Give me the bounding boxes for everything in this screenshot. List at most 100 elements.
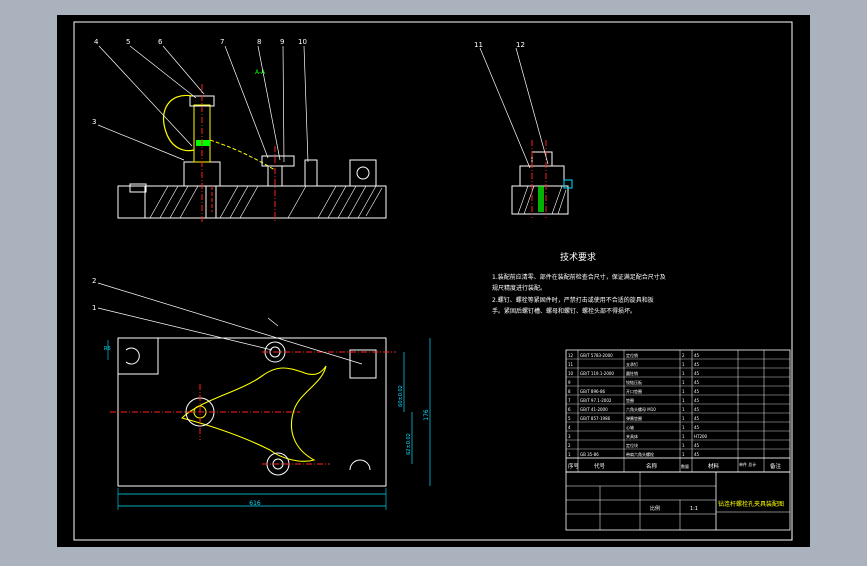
base-hatch [149, 185, 383, 219]
bom-cell: 1 [682, 407, 685, 412]
bom-cell: GB/T 896-86 [580, 389, 606, 394]
bom-cell: 1 [682, 389, 685, 394]
bom-cell: 开口垫圈 [626, 388, 642, 394]
bom-header-weight: 单件 总计 [739, 461, 756, 467]
bom-header-name: 名称 [646, 462, 658, 470]
locating-block [349, 159, 377, 187]
bom-cell: 弹簧垫圈 [626, 415, 642, 421]
bom-cell: 1 [682, 380, 685, 385]
tech-title: 技术要求 [560, 251, 596, 263]
locating-block-top [349, 349, 377, 379]
bom-cell: 4 [568, 425, 571, 430]
bom-cell: 45 [694, 443, 700, 448]
balloon-labels: 4 5 6 7 8 9 10 3 2 1 11 12 [92, 38, 525, 312]
bom-cell: GB/T 119.1-2000 [580, 371, 614, 376]
bom-cell: GB/T 5783-2000 [580, 353, 613, 358]
balloon-5: 5 [126, 38, 130, 46]
bom-cell: 垫圈 [626, 397, 634, 403]
bom-cell: 45 [694, 416, 700, 421]
leader-lines-front [97, 45, 309, 163]
tech-note-1: 1.装配前应清零、部件在装配前检查合尺寸，保证满足配合尺寸及 [492, 273, 666, 281]
balloon-1: 1 [92, 304, 96, 312]
h1-dim: 60±0.02 [398, 385, 404, 407]
front-view: A-A [117, 69, 387, 222]
balloon-4: 4 [94, 38, 99, 46]
bom-cell: HT200 [694, 434, 708, 439]
bom-cell: 8 [568, 389, 571, 394]
bom-cell: 2 [568, 443, 571, 448]
bom-cell: 夹具体 [626, 433, 638, 439]
bom-cell: 2 [682, 353, 685, 358]
bom-cell: GB 35-86 [580, 452, 599, 457]
scale-label: 比例 [650, 505, 660, 512]
h2-dim: 62±0.02 [406, 433, 412, 455]
tech-note-3: 2.螺钉、螺栓等紧固件时，严禁打击或使用不合适的旋具和扳 [492, 296, 654, 304]
bom-cell: 六角头螺母 M10 [626, 406, 656, 412]
bom-cell: 11 [568, 362, 574, 367]
bom-cell: 1 [568, 452, 571, 457]
bom-cell: 45 [694, 425, 700, 430]
bom-cell: 6 [568, 407, 571, 412]
balloon-10: 10 [298, 38, 307, 46]
bom-cell: 定位块 [626, 442, 638, 448]
bom-cell: 45 [694, 362, 700, 367]
bom-cell: 圆柱销 [626, 370, 638, 376]
bom-cell: 45 [694, 353, 700, 358]
bom-header-material: 材料 [708, 462, 720, 470]
balloon-12: 12 [516, 41, 525, 49]
bom-header-code: 代号 [594, 462, 606, 470]
bom-cell: 45 [694, 389, 700, 394]
tech-requirements: 技术要求 1.装配前应清零、部件在装配前检查合尺寸，保证满足配合尺寸及 规尺精度… [492, 251, 666, 315]
connecting-rod-outline [162, 94, 195, 152]
balloon-9: 9 [280, 38, 284, 46]
bom-cell: 10 [568, 371, 574, 376]
leader-lines-top [97, 282, 363, 365]
bom-cell: 1 [682, 398, 685, 403]
bom-header-remark: 备注 [770, 462, 782, 470]
bom-cell: GB/T 41-2000 [580, 407, 608, 412]
leader-lines-side [479, 47, 549, 169]
bom-cell: 1 [682, 452, 685, 457]
front-note: A-A [255, 69, 266, 76]
balloon-2: 2 [92, 277, 96, 285]
bom-cell: 12 [568, 353, 574, 358]
small-dim: R6 [104, 346, 111, 352]
bom-cell: 5 [568, 416, 571, 421]
balloon-7: 7 [220, 38, 224, 46]
balloon-8: 8 [257, 38, 261, 46]
bom-header-qty: 数量 [681, 463, 689, 469]
body-outline [117, 337, 387, 487]
label-tag [196, 140, 210, 146]
balloon-6: 6 [158, 38, 163, 46]
title-block: 钻连杆螺栓孔夹具装配图 比例 1:1 [565, 471, 791, 531]
inner-border [73, 21, 793, 541]
tech-note-2: 规尺精度进行装配。 [492, 284, 546, 292]
height-dim: 176 [423, 409, 430, 421]
balloon-3: 3 [92, 118, 96, 126]
balloon-11: 11 [474, 41, 483, 49]
top-view: 616 176 60±0.02 62±0.02 R6 [104, 337, 431, 510]
bom-cell: 带肩六角头螺栓 [626, 451, 654, 457]
bom-cell: 支承钉 [626, 361, 638, 367]
bom-cell: 9 [568, 380, 571, 385]
bom-cell: GB/T 857-1986 [580, 416, 611, 421]
bom-cell: 1 [682, 416, 685, 421]
bom-cell: 3 [568, 434, 571, 439]
connecting-rod-top [180, 365, 327, 462]
scale-value: 1:1 [690, 506, 698, 512]
bom-cell: 45 [694, 407, 700, 412]
bom-cell: 1 [682, 425, 685, 430]
bom-cell: 1 [682, 362, 685, 367]
bom-cell: 45 [694, 380, 700, 385]
bom-cell: 1 [682, 443, 685, 448]
drawing-title: 钻连杆螺栓孔夹具装配图 [718, 500, 784, 508]
tech-note-4: 手。紧固后螺钉槽、螺母和螺钉、螺栓头部不得损坏。 [492, 307, 636, 315]
bom-cell: 45 [694, 452, 700, 457]
bom-cell: 心轴 [626, 424, 634, 430]
side-view [511, 140, 573, 218]
bom-cell: 1 [682, 371, 685, 376]
bom-cell: GB/T 97.1-2002 [580, 398, 612, 403]
